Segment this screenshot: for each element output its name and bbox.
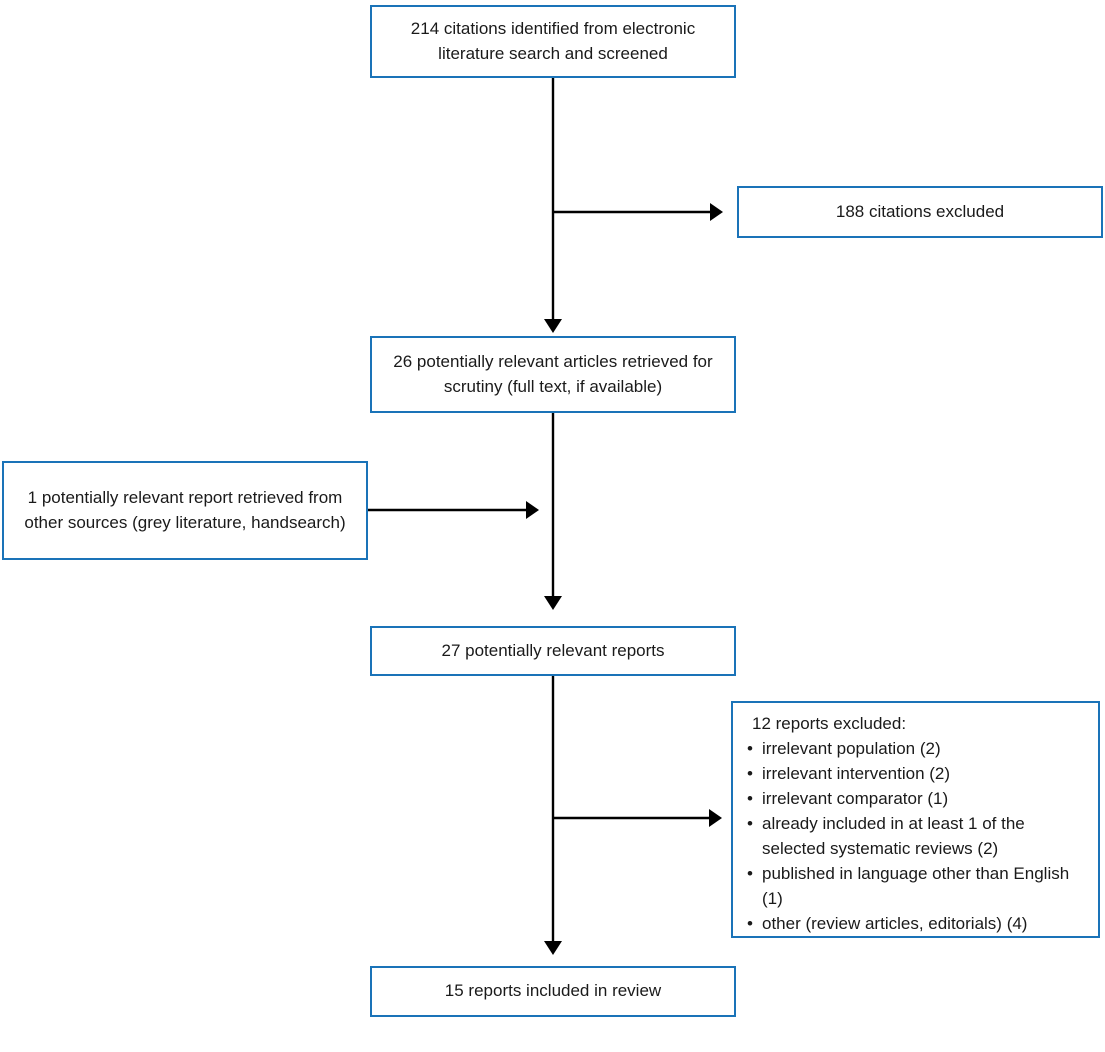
box-citations-excluded-text: 188 citations excluded	[835, 201, 1005, 221]
list-item: • published in language other than Engli…	[747, 862, 1086, 912]
box-reports-included: 15 reports included in review	[370, 966, 736, 1017]
arrow-to-excluded-reports	[553, 809, 722, 827]
reports-excluded-heading: 12 reports excluded:	[752, 714, 907, 733]
box-articles-retrieved: 26 potentially relevant articles retriev…	[370, 336, 736, 413]
arrow-to-excluded-citations	[553, 203, 723, 221]
list-item-text: other (review articles, editorials) (4)	[762, 913, 1028, 933]
list-item: • irrelevant intervention (2)	[747, 762, 1086, 787]
list-item: • other (review articles, editorials) (4…	[747, 912, 1086, 937]
box-other-sources-text: 1 potentially relevant report retrieved …	[24, 487, 346, 532]
bullet-glyph: •	[747, 863, 753, 883]
box-relevant-reports: 27 potentially relevant reports	[370, 626, 736, 676]
box-reports-included-text: 15 reports included in review	[444, 981, 662, 1000]
bullet-glyph: •	[747, 738, 753, 758]
box-citations-excluded: 188 citations excluded	[737, 186, 1103, 238]
box-reports-excluded: 12 reports excluded: • irrelevant popula…	[731, 701, 1100, 938]
arrow-other-sources-to-stream	[368, 501, 539, 519]
bullet-glyph: •	[747, 763, 753, 783]
list-item-text: already included in at least 1 of the se…	[762, 813, 1025, 858]
arrow-relevant-to-included	[544, 676, 562, 955]
list-item: • irrelevant population (2)	[747, 737, 1086, 762]
list-item-text: irrelevant intervention (2)	[762, 763, 951, 783]
box-citations-identified-text: 214 citations identified from electronic…	[410, 18, 696, 63]
arrow-identified-to-retrieved	[544, 78, 562, 333]
box-relevant-reports-text: 27 potentially relevant reports	[441, 640, 665, 660]
list-item-text: published in language other than English…	[762, 863, 1070, 908]
box-citations-identified: 214 citations identified from electronic…	[370, 5, 736, 78]
arrow-retrieved-to-relevant	[544, 413, 562, 610]
bullet-glyph: •	[747, 788, 753, 808]
box-other-sources: 1 potentially relevant report retrieved …	[2, 461, 368, 560]
list-item: • already included in at least 1 of the …	[747, 812, 1086, 862]
list-item-text: irrelevant population (2)	[762, 738, 941, 758]
bullet-glyph: •	[747, 813, 753, 833]
list-item-text: irrelevant comparator (1)	[762, 788, 949, 808]
bullet-glyph: •	[747, 913, 753, 933]
list-item: • irrelevant comparator (1)	[747, 787, 1086, 812]
box-articles-retrieved-text: 26 potentially relevant articles retriev…	[393, 351, 713, 396]
